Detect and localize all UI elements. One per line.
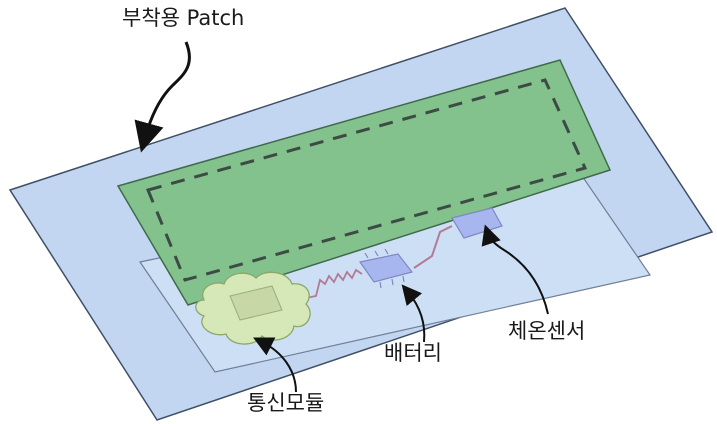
leader-patch: [134, 41, 191, 153]
comm-module-label: 통신모듈: [247, 391, 325, 415]
temp-sensor-label: 체온센서: [508, 319, 586, 343]
battery-chip: [358, 248, 414, 289]
wire-sensor-battery: [413, 225, 453, 269]
wire-battery-comm: [305, 268, 363, 299]
leader-temp-sensor: [481, 224, 549, 315]
battery-label: 배터리: [384, 341, 442, 365]
leader-battery: [401, 284, 426, 343]
leader-comm-module: [253, 337, 297, 393]
adhesive-layer: [116, 59, 612, 306]
comm-module-cloud: [195, 271, 311, 345]
patch-label: 부착용 Patch: [122, 6, 245, 30]
adhesive-dashed-border: [145, 78, 588, 282]
temp-sensor-chip: [451, 207, 503, 239]
